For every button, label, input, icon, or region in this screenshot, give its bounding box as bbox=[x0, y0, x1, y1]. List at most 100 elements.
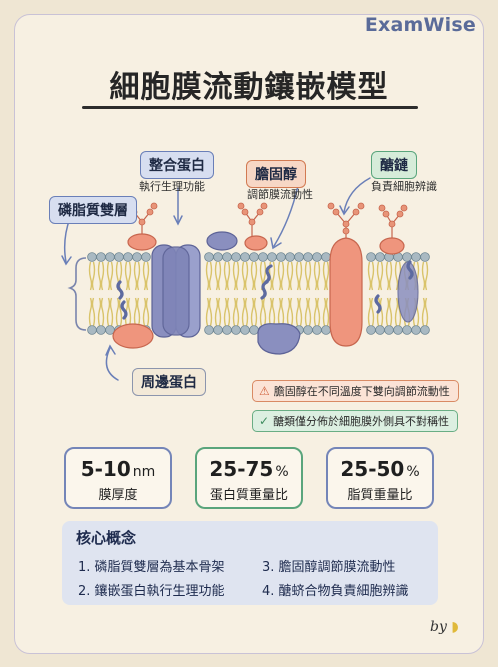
lipid-tail bbox=[124, 261, 132, 291]
glycan-bead bbox=[138, 218, 146, 226]
lipid-tail bbox=[421, 261, 429, 291]
lipid-head bbox=[249, 325, 259, 335]
lipid-tail bbox=[223, 297, 231, 327]
glycan-bead bbox=[388, 220, 396, 228]
note-warning-text: 膽固醇在不同溫度下雙向調節流動性 bbox=[273, 385, 450, 398]
lipid-tail bbox=[313, 261, 321, 291]
page-title: 細胞膜流動鑲嵌模型 bbox=[109, 70, 389, 105]
lipid-head bbox=[87, 252, 97, 262]
peripheral-protein-top bbox=[206, 231, 238, 251]
lipid-tail bbox=[322, 261, 330, 291]
lipid-tail bbox=[106, 261, 114, 291]
lipid-head bbox=[222, 325, 232, 335]
glycan-bead bbox=[352, 208, 360, 216]
lipid-tail bbox=[277, 261, 285, 291]
label-cholesterol-sub: 調節膜流動性 bbox=[247, 188, 313, 201]
note-glycan-asymmetry: ✓ 醣類僅分佈於細胞膜外側具不對稱性 bbox=[252, 410, 459, 432]
lipid-head bbox=[105, 252, 115, 262]
integral-protein-right bbox=[329, 237, 363, 347]
lipid-tail bbox=[232, 297, 240, 327]
lipid-tail bbox=[277, 297, 285, 327]
lipid-head bbox=[249, 252, 259, 262]
lipid-head bbox=[213, 252, 223, 262]
label-bilayer: 磷脂質雙層 bbox=[49, 196, 137, 224]
lipid-tail bbox=[241, 297, 249, 327]
lipid-head bbox=[411, 325, 421, 335]
integral-protein-small bbox=[397, 261, 419, 323]
lipid-head bbox=[420, 325, 430, 335]
lipid-head bbox=[420, 252, 430, 262]
lipid-tail bbox=[142, 261, 150, 291]
lipid-head bbox=[312, 325, 322, 335]
lipid-tail bbox=[133, 297, 141, 327]
note-ok-text: 醣類僅分佈於細胞膜外側具不對稱性 bbox=[273, 415, 450, 428]
brand-logo: ExamWise bbox=[364, 14, 476, 36]
peripheral-protein-left bbox=[112, 323, 154, 349]
lipid-tail bbox=[241, 261, 249, 291]
lipid-head bbox=[402, 325, 412, 335]
label-cholesterol: 膽固醇 bbox=[246, 160, 306, 188]
note-cholesterol-warning: ⚠ 膽固醇在不同溫度下雙向調節流動性 bbox=[252, 380, 459, 402]
glycan-bead bbox=[150, 202, 158, 210]
lipid-head bbox=[402, 252, 412, 262]
lipid-head bbox=[393, 325, 403, 335]
stat-lipid-label: 脂質重量比 bbox=[347, 488, 413, 503]
lipid-head bbox=[285, 252, 295, 262]
title-underline bbox=[82, 106, 418, 109]
lipid-head bbox=[303, 252, 313, 262]
glycan-bead bbox=[327, 202, 335, 210]
lipid-tail bbox=[205, 261, 213, 291]
lipid-tail bbox=[376, 261, 384, 291]
byline: by ◗ bbox=[430, 619, 459, 635]
label-glycan-sub: 負責細胞辨識 bbox=[371, 180, 437, 193]
lipid-head bbox=[240, 325, 250, 335]
lipid-tail bbox=[421, 297, 429, 327]
glycan-bead bbox=[382, 210, 390, 218]
lipid-tail bbox=[295, 261, 303, 291]
stat-lipid-ratio: 25-50% 脂質重量比 bbox=[326, 447, 434, 509]
lipid-head bbox=[204, 252, 214, 262]
lipid-tail bbox=[313, 297, 321, 327]
glycan-bead bbox=[237, 202, 245, 210]
lipid-head bbox=[276, 252, 286, 262]
lipid-head bbox=[114, 252, 124, 262]
lipid-head bbox=[321, 325, 331, 335]
lipid-tail bbox=[232, 261, 240, 291]
lipid-head bbox=[222, 252, 232, 262]
lipid-head bbox=[411, 252, 421, 262]
lipid-tail bbox=[88, 261, 96, 291]
lipid-tail bbox=[115, 297, 123, 327]
lipid-heads bbox=[87, 252, 430, 335]
lipid-head bbox=[204, 325, 214, 335]
lipid-tail bbox=[88, 297, 96, 327]
glycan-bead bbox=[332, 208, 340, 216]
glycan-bead bbox=[256, 208, 264, 216]
glycan-bead bbox=[342, 227, 350, 235]
warning-icon: ⚠ bbox=[259, 384, 270, 398]
lipid-head bbox=[267, 252, 277, 262]
banana-icon: ◗ bbox=[451, 619, 459, 635]
peripheral-protein-mid bbox=[244, 235, 268, 251]
lipid-head bbox=[258, 252, 268, 262]
label-glycan: 醣鏈 bbox=[371, 151, 417, 179]
lipid-tail bbox=[385, 297, 393, 327]
glycoprotein-right-base bbox=[379, 237, 405, 255]
lipid-tail bbox=[304, 297, 312, 327]
label-integral-protein-sub: 執行生理功能 bbox=[139, 180, 205, 193]
lipid-head bbox=[375, 252, 385, 262]
lipid-head bbox=[366, 252, 376, 262]
lipid-head bbox=[384, 325, 394, 335]
lipid-head bbox=[240, 252, 250, 262]
lipid-tail bbox=[322, 297, 330, 327]
lipid-tails bbox=[88, 261, 429, 327]
peripheral-protein-bottom bbox=[257, 323, 301, 355]
lipid-head bbox=[87, 325, 97, 335]
core-concepts-panel bbox=[62, 521, 438, 605]
core-item-2: 2. 鑲嵌蛋白執行生理功能 bbox=[78, 584, 225, 599]
lipid-head bbox=[213, 325, 223, 335]
glycan-bead bbox=[342, 220, 350, 228]
lipid-tail bbox=[214, 297, 222, 327]
lipid-tail bbox=[367, 297, 375, 327]
lipid-head bbox=[375, 325, 385, 335]
